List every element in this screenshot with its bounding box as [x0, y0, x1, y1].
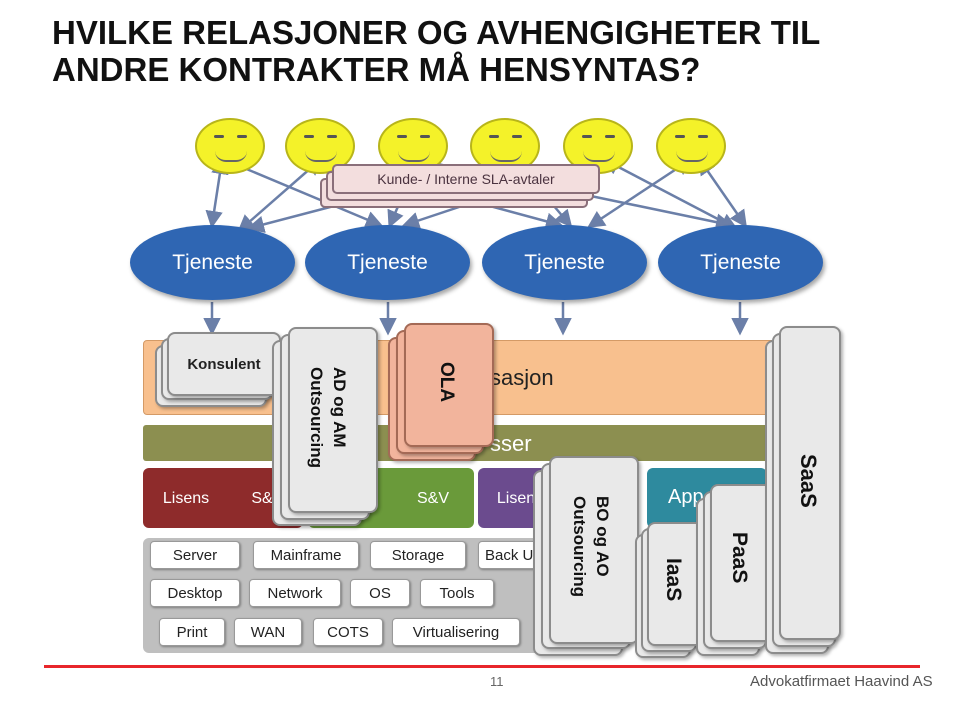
ola-card — [404, 323, 494, 447]
bo-ao-card — [549, 456, 639, 644]
infra-virtualisering: Virtualisering — [392, 618, 520, 646]
service-ellipse: Tjeneste — [658, 225, 823, 300]
infra-storage: Storage — [370, 541, 466, 569]
license-pill: S& — [251, 490, 273, 507]
infra-server: Server — [150, 541, 240, 569]
infra-network: Network — [249, 579, 341, 607]
saas-card — [779, 326, 841, 640]
saas-label: SaaS — [796, 454, 821, 508]
smiley-icon — [195, 118, 265, 174]
konsulent-label: Konsulent — [187, 356, 261, 373]
infra-mainframe: Mainframe — [253, 541, 359, 569]
paas-card — [710, 484, 774, 642]
sla-box: Kunde- / Interne SLA-avtaler — [332, 164, 600, 194]
service-ellipse: Tjeneste — [305, 225, 470, 300]
page-number: 11 — [490, 674, 504, 689]
iaas-label: IaaS — [662, 558, 685, 602]
footer-divider — [44, 665, 920, 668]
slide-title: HVILKE RELASJONER OG AVHENGIGHETER TIL A… — [52, 14, 820, 88]
infra-print: Print — [159, 618, 225, 646]
ad-am-card — [288, 327, 378, 513]
license-pill: Lisens — [162, 490, 210, 507]
paas-label: PaaS — [728, 532, 751, 584]
infra-desktop: Desktop — [150, 579, 240, 607]
app-label: App — [668, 486, 704, 508]
service-ellipse: Tjeneste — [130, 225, 295, 300]
license-pill: Lisen — [496, 490, 536, 507]
process-label: sser — [490, 431, 532, 456]
bo-ao-label: BO og AO Outsourcing — [570, 496, 612, 598]
infra-wan: WAN — [234, 618, 302, 646]
license-pill: S&V — [416, 490, 449, 507]
infra-os: OS — [350, 579, 410, 607]
infra-cots: COTS — [313, 618, 383, 646]
organisation-label: sasjon — [490, 365, 554, 390]
infra-tools: Tools — [420, 579, 494, 607]
ad-am-label: AD og AM Outsourcing — [307, 367, 349, 469]
service-ellipse: Tjeneste — [482, 225, 647, 300]
footer-company: Advokatfirmaet Haavind AS — [750, 673, 933, 690]
smiley-icon — [656, 118, 726, 174]
ola-label: OLA — [436, 362, 457, 403]
